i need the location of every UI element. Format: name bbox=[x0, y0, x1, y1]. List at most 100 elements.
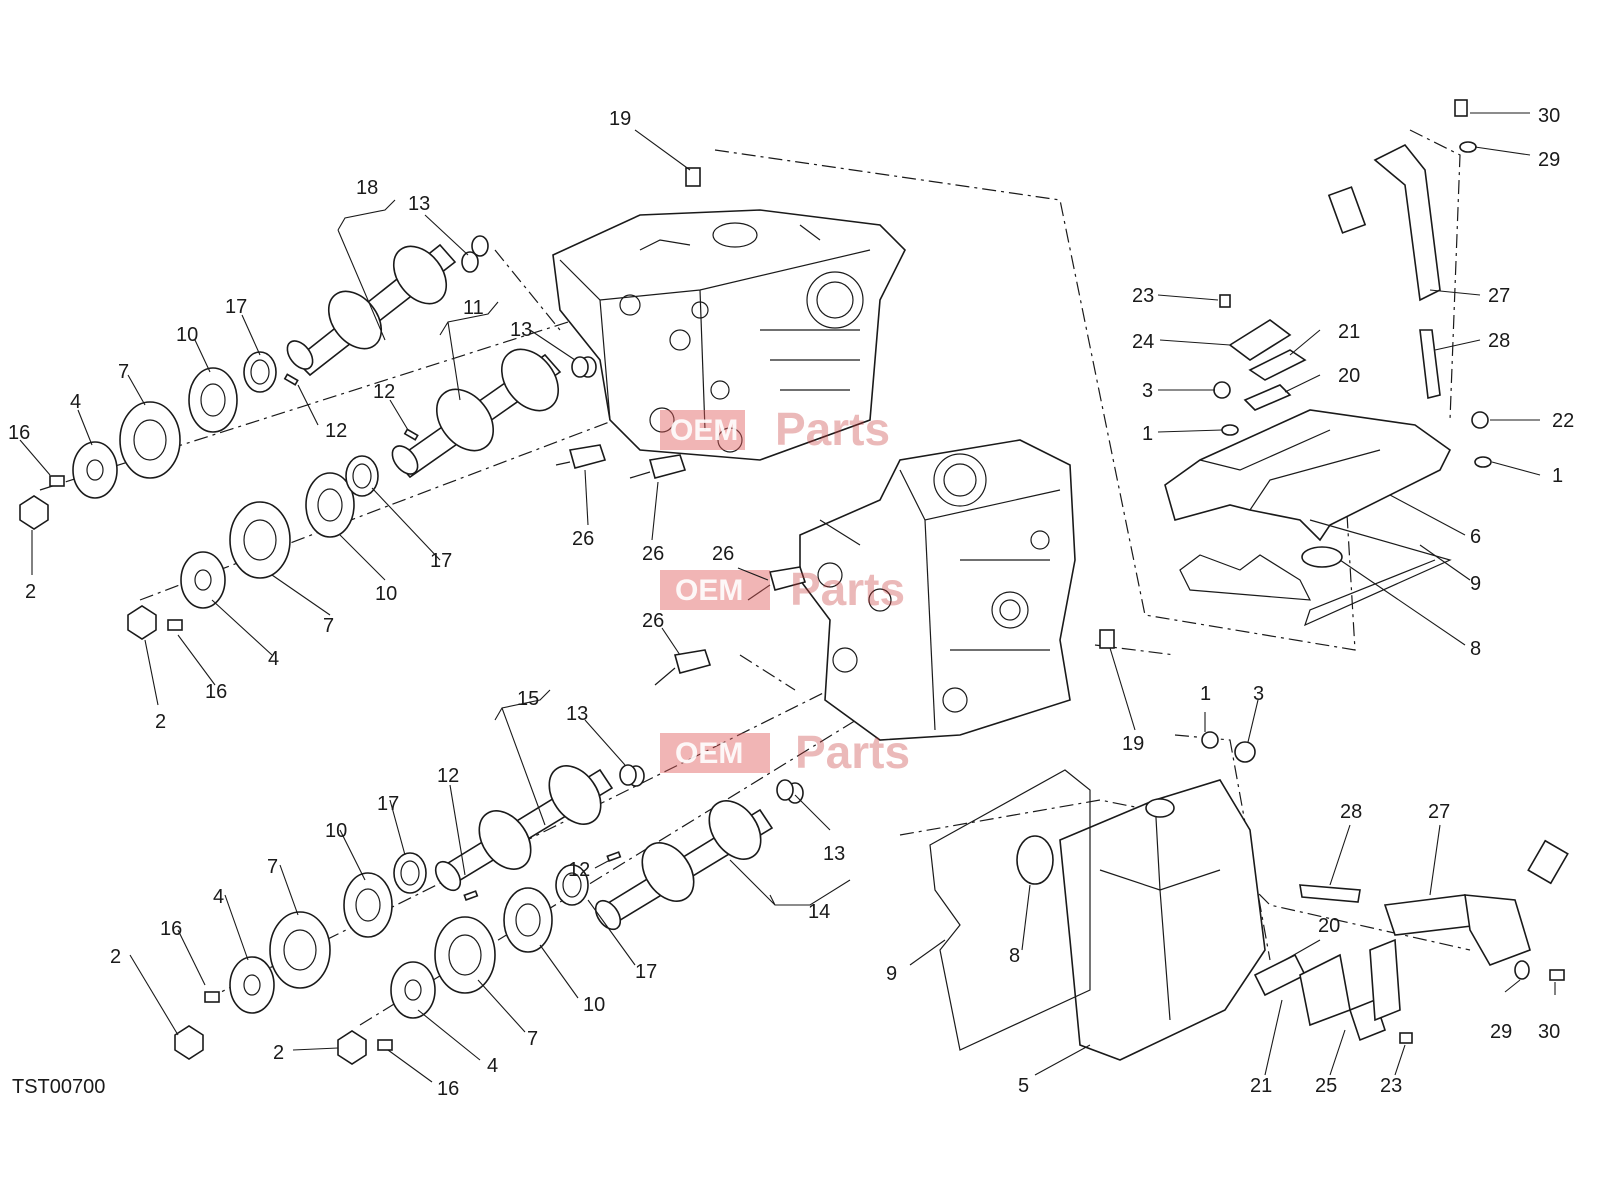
ignition-coil-lower bbox=[1201, 731, 1569, 981]
callout-1: 1 bbox=[1200, 683, 1211, 705]
callout-21: 21 bbox=[1250, 1075, 1272, 1097]
callout-13: 13 bbox=[510, 319, 532, 341]
watermark-parts-text: Parts bbox=[790, 563, 905, 615]
callout-6: 6 bbox=[1470, 526, 1481, 548]
callout-19: 19 bbox=[1122, 733, 1144, 755]
callout-17: 17 bbox=[635, 961, 657, 983]
nuts-and-screws bbox=[19, 475, 393, 1065]
callout-10: 10 bbox=[375, 583, 397, 605]
callout-4: 4 bbox=[487, 1055, 498, 1077]
camshaft-assembly-15 bbox=[434, 765, 645, 892]
valve-cover-upper bbox=[1164, 409, 1452, 627]
callout-12: 12 bbox=[325, 420, 347, 442]
studs-26 bbox=[555, 444, 807, 686]
callout-7: 7 bbox=[323, 615, 334, 637]
callout-8: 8 bbox=[1470, 638, 1481, 660]
callout-29: 29 bbox=[1490, 1021, 1512, 1043]
callout-22: 22 bbox=[1552, 410, 1574, 432]
camshaft-assembly-11 bbox=[391, 348, 597, 479]
callout-16: 16 bbox=[160, 918, 182, 940]
callout-1: 1 bbox=[1552, 465, 1563, 487]
callout-7: 7 bbox=[527, 1028, 538, 1050]
callout-17: 17 bbox=[430, 550, 452, 572]
callout-3: 3 bbox=[1142, 380, 1153, 402]
watermark-oem-text: OEM bbox=[675, 737, 743, 770]
callout-11: 11 bbox=[463, 297, 484, 319]
callout-30: 30 bbox=[1538, 105, 1560, 127]
callout-26: 26 bbox=[712, 543, 734, 565]
ignition-coil-upper bbox=[1327, 99, 1477, 399]
callout-16: 16 bbox=[8, 422, 30, 444]
dowel-plugs-19 bbox=[685, 167, 1115, 649]
lower-cover-hardware bbox=[1253, 938, 1413, 1044]
callout-3: 3 bbox=[1253, 683, 1264, 705]
watermark-middle: OEM Parts bbox=[660, 563, 905, 615]
callout-26: 26 bbox=[572, 528, 594, 550]
callout-4: 4 bbox=[268, 648, 279, 670]
leader-lines bbox=[19, 112, 1556, 1083]
callout-10: 10 bbox=[325, 820, 347, 842]
watermark-oem-text: OEM bbox=[675, 574, 743, 607]
callout-13: 13 bbox=[408, 193, 430, 215]
callout-27: 27 bbox=[1488, 285, 1510, 307]
watermark-top: OEM Parts bbox=[660, 403, 890, 455]
timing-gears bbox=[119, 401, 496, 994]
callout-9: 9 bbox=[1470, 573, 1481, 595]
diagram-code: TST00700 bbox=[12, 1076, 105, 1098]
flanges bbox=[72, 441, 436, 1019]
callout-16: 16 bbox=[437, 1078, 459, 1100]
callout-27: 27 bbox=[1428, 801, 1450, 823]
callout-25: 25 bbox=[1315, 1075, 1337, 1097]
callout-28: 28 bbox=[1488, 330, 1510, 352]
callout-8: 8 bbox=[1009, 945, 1020, 967]
callout-1: 1 bbox=[1142, 423, 1153, 445]
callout-20: 20 bbox=[1338, 365, 1360, 387]
bearings bbox=[243, 351, 589, 906]
callout-16: 16 bbox=[205, 681, 227, 703]
camshaft-assembly-18 bbox=[286, 235, 489, 377]
callout-20: 20 bbox=[1318, 915, 1340, 937]
callout-30: 30 bbox=[1538, 1021, 1560, 1043]
upper-cylinder-head bbox=[552, 209, 906, 461]
callout-2: 2 bbox=[110, 946, 121, 968]
callout-17: 17 bbox=[225, 296, 247, 318]
camshaft-assembly-14 bbox=[594, 782, 804, 931]
callout-23: 23 bbox=[1132, 285, 1154, 307]
callout-28: 28 bbox=[1340, 801, 1362, 823]
callout-labels: 19 18 13 17 10 7 4 16 2 12 11 13 12 17 1… bbox=[8, 105, 1574, 1100]
callout-2: 2 bbox=[273, 1042, 284, 1064]
callout-18: 18 bbox=[356, 177, 378, 199]
callout-19: 19 bbox=[609, 108, 631, 130]
callout-14: 14 bbox=[808, 901, 830, 923]
callout-26: 26 bbox=[642, 610, 664, 632]
callout-13: 13 bbox=[566, 703, 588, 725]
watermark-oem-text: OEM bbox=[670, 414, 738, 447]
valve-cover-lower bbox=[929, 769, 1266, 1061]
keys-12 bbox=[283, 373, 622, 901]
callout-26: 26 bbox=[642, 543, 664, 565]
callout-12: 12 bbox=[373, 381, 395, 403]
callout-10: 10 bbox=[176, 324, 198, 346]
callout-12: 12 bbox=[568, 859, 590, 881]
callout-7: 7 bbox=[118, 361, 129, 383]
callout-24: 24 bbox=[1132, 331, 1154, 353]
watermark-bottom: OEM Parts bbox=[660, 726, 910, 778]
callout-10: 10 bbox=[583, 994, 605, 1016]
callout-12: 12 bbox=[437, 765, 459, 787]
callout-4: 4 bbox=[70, 391, 81, 413]
callout-29: 29 bbox=[1538, 149, 1560, 171]
callout-13: 13 bbox=[823, 843, 845, 865]
callout-21: 21 bbox=[1338, 321, 1360, 343]
lower-cylinder-head bbox=[799, 439, 1076, 741]
callout-7: 7 bbox=[267, 856, 278, 878]
callout-2: 2 bbox=[155, 711, 166, 733]
callout-15: 15 bbox=[517, 688, 539, 710]
callout-23: 23 bbox=[1380, 1075, 1402, 1097]
watermark-parts-text: Parts bbox=[795, 726, 910, 778]
callout-9: 9 bbox=[886, 963, 897, 985]
callout-17: 17 bbox=[377, 793, 399, 815]
callout-2: 2 bbox=[25, 581, 36, 603]
callout-5: 5 bbox=[1018, 1075, 1029, 1097]
